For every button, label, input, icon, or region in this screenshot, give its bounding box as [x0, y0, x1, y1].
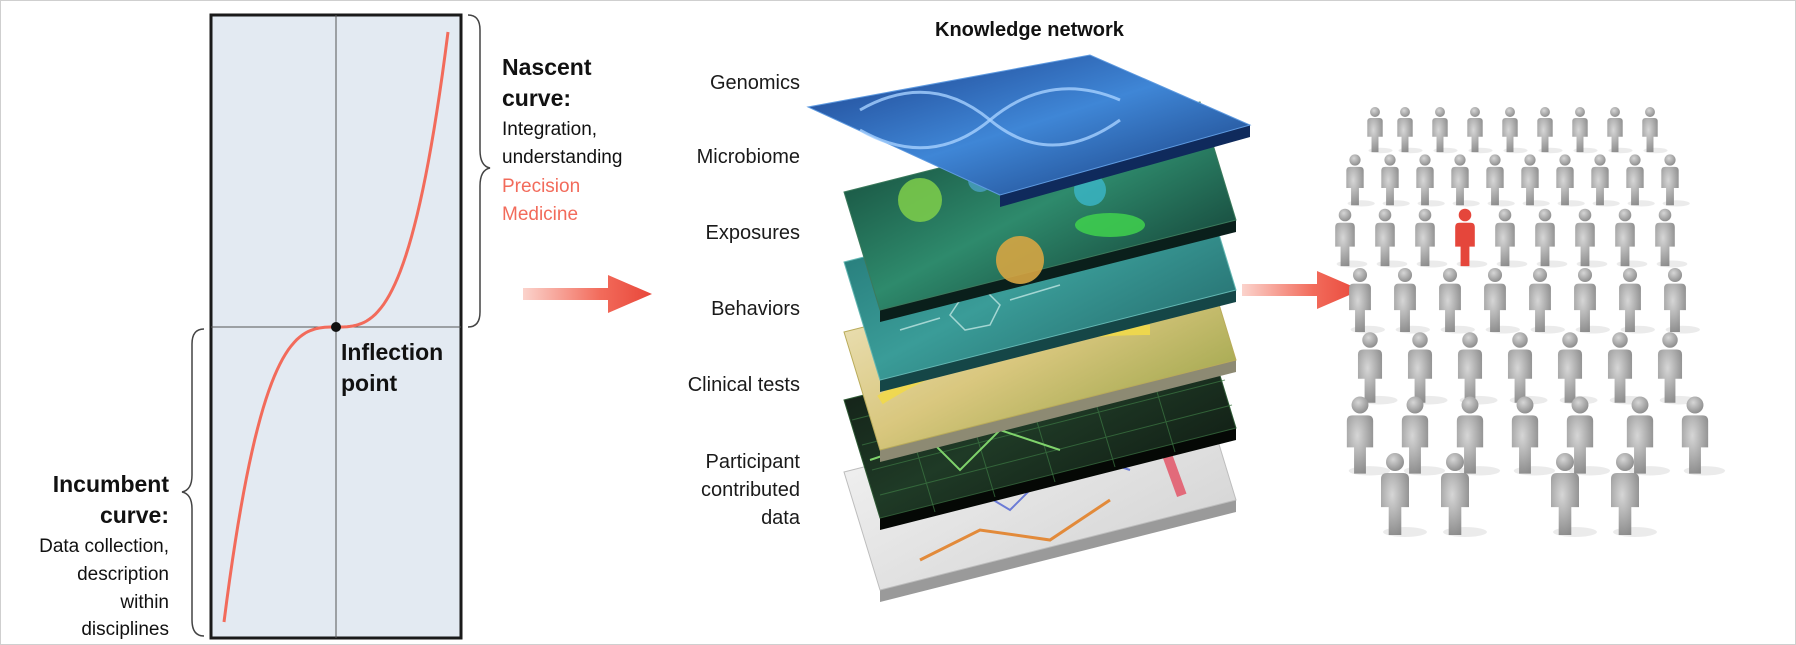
person — [1615, 208, 1648, 268]
nascent-desc-line-1: Integration, — [502, 119, 598, 140]
incumbent-title-line-2: curve: — [99, 502, 169, 528]
person — [1681, 396, 1726, 476]
person — [1537, 107, 1563, 154]
person — [1367, 107, 1393, 154]
nascent-desc-line-2: understanding — [502, 147, 623, 168]
person — [1451, 154, 1480, 207]
person — [1381, 154, 1410, 207]
person — [1619, 267, 1655, 334]
person — [1626, 154, 1655, 207]
person — [1572, 107, 1598, 154]
incumbent-title-line-1: Incumbent — [52, 471, 169, 497]
person — [1611, 453, 1657, 537]
person — [1529, 267, 1565, 334]
person — [1346, 154, 1375, 207]
inflection-point-marker — [331, 322, 341, 332]
inflection-label-line-1: Inflection — [341, 339, 444, 365]
person — [1346, 396, 1391, 476]
layer-label-genomics: Genomics — [709, 72, 800, 94]
person — [1575, 208, 1608, 268]
person — [1394, 267, 1430, 334]
precision-line-1: Precision — [502, 176, 581, 197]
layer-stack — [806, 54, 1252, 602]
person — [1375, 208, 1408, 268]
person — [1397, 107, 1423, 154]
person — [1357, 332, 1398, 405]
person — [1642, 107, 1668, 154]
layer-label-participant-line-1: Participant — [705, 451, 801, 473]
layer-label-participant-line-3: data — [761, 507, 800, 529]
person — [1566, 396, 1611, 476]
person — [1335, 208, 1368, 268]
person — [1441, 453, 1487, 537]
person — [1432, 107, 1458, 154]
person — [1521, 154, 1550, 207]
curve-panel — [181, 13, 491, 640]
person — [1467, 107, 1493, 154]
person — [1591, 154, 1620, 207]
highlighted-person — [1455, 208, 1488, 268]
layer-label-exposures: Exposures — [705, 222, 801, 244]
person — [1456, 396, 1501, 476]
inflection-label-line-2: point — [341, 370, 398, 396]
person — [1381, 453, 1427, 537]
person — [1607, 107, 1633, 154]
arrow-to-population — [1242, 271, 1361, 309]
person — [1607, 332, 1648, 405]
person — [1502, 107, 1528, 154]
person — [1511, 396, 1556, 476]
layer-label-participant-line-2: contributed — [701, 479, 800, 501]
person — [1655, 208, 1688, 268]
arrow-to-network — [523, 275, 652, 313]
layer-label-behaviors: Behaviors — [711, 298, 800, 320]
incumbent-desc-line-1: Data collection, — [39, 536, 169, 557]
person — [1457, 332, 1498, 405]
person — [1535, 208, 1568, 268]
person — [1495, 208, 1528, 268]
precision-line-2: Medicine — [502, 204, 579, 225]
person — [1557, 332, 1598, 405]
person — [1507, 332, 1548, 405]
incumbent-brace — [181, 328, 205, 637]
layer-genomics — [806, 54, 1252, 207]
incumbent-desc-line-3: within — [120, 592, 169, 613]
person — [1626, 396, 1671, 476]
person — [1551, 453, 1597, 537]
person — [1574, 267, 1610, 334]
knowledge-network-title: Knowledge network — [935, 19, 1124, 41]
person — [1401, 396, 1446, 476]
person — [1664, 267, 1700, 334]
person — [1439, 267, 1475, 334]
person — [1661, 154, 1690, 207]
nascent-curve-title: Nascent curve: — [502, 54, 592, 111]
population-crowd — [1335, 107, 1726, 537]
incumbent-desc-line-4: disciplines — [81, 619, 169, 640]
person — [1415, 208, 1448, 268]
person — [1349, 267, 1385, 334]
layer-label-microbiome: Microbiome — [696, 146, 800, 168]
person — [1657, 332, 1698, 405]
layer-label-clinical-tests: Clinical tests — [687, 374, 800, 396]
person — [1486, 154, 1515, 207]
person — [1484, 267, 1520, 334]
person — [1407, 332, 1448, 405]
nascent-brace — [467, 14, 491, 328]
incumbent-desc-line-2: description — [77, 564, 169, 585]
person — [1556, 154, 1585, 207]
person — [1416, 154, 1445, 207]
